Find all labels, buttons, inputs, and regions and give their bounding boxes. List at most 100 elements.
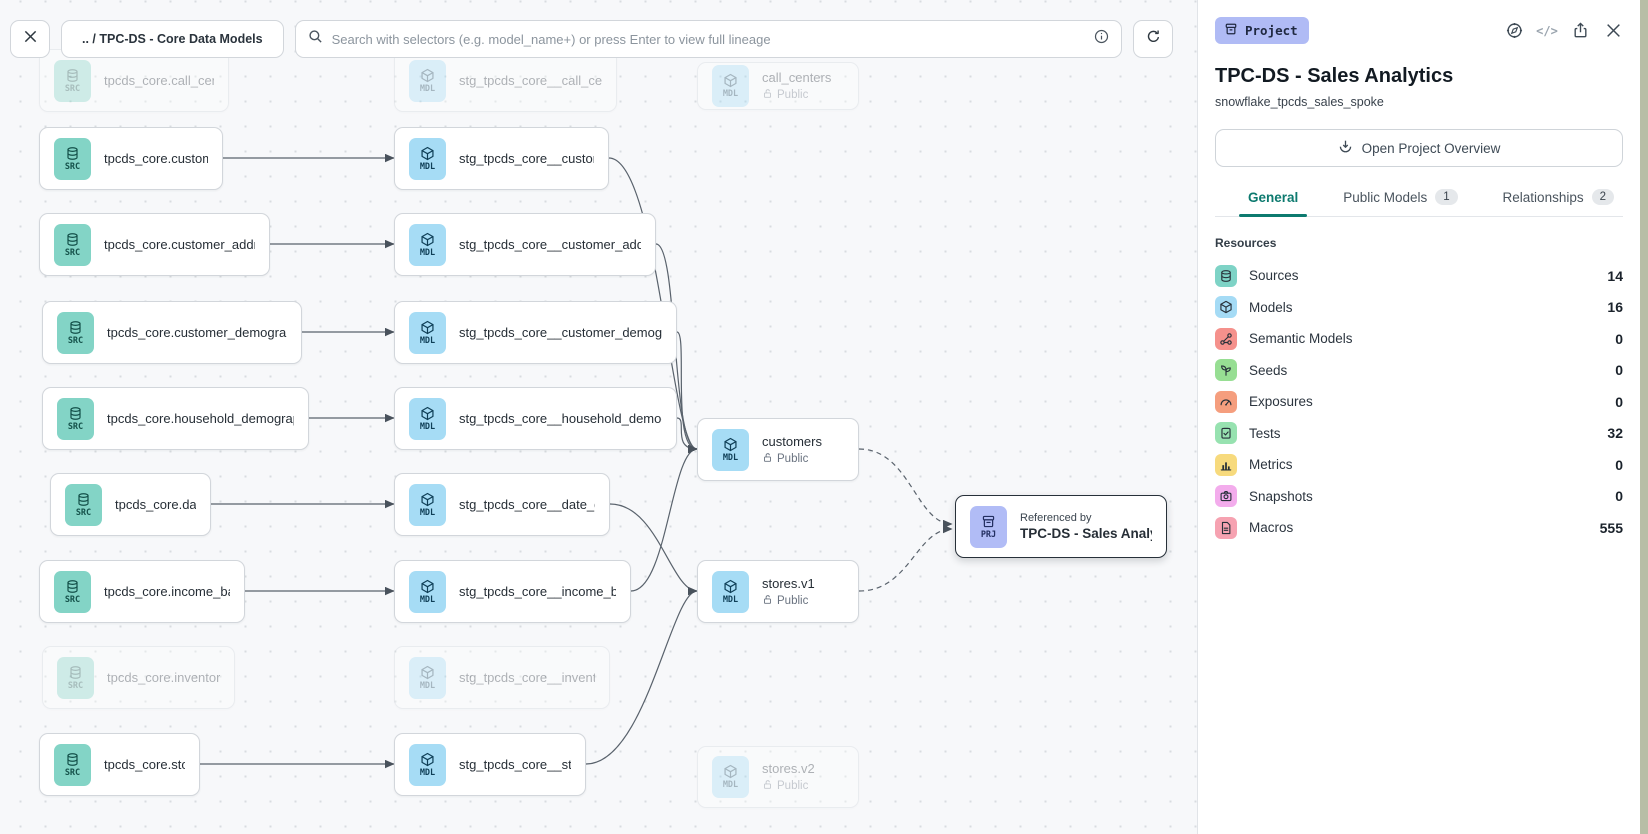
resource-row-models[interactable]: Models 16 xyxy=(1215,292,1623,324)
node-src-inventory[interactable]: SRC tpcds_core.inventory xyxy=(42,646,235,709)
tab-label: Public Models xyxy=(1343,189,1428,205)
breadcrumb[interactable]: .. / TPC-DS - Core Data Models xyxy=(61,20,284,58)
node-mdl-customer-demographics[interactable]: MDL stg_tpcds_core__customer_demogra… xyxy=(394,301,677,364)
resource-label: Snapshots xyxy=(1249,488,1313,504)
node-src-household-demographics[interactable]: SRC tpcds_core.household_demographics xyxy=(42,387,309,450)
node-label: stg_tpcds_core__customer_demogra… xyxy=(459,325,662,340)
tab-count-badge: 1 xyxy=(1435,189,1458,205)
database-icon: SRC xyxy=(54,570,91,613)
node-label: tpcds_core.household_demographics xyxy=(107,411,294,426)
project-badge-label: Project xyxy=(1245,23,1298,38)
resource-count: 555 xyxy=(1599,519,1623,536)
resource-count: 16 xyxy=(1607,299,1623,316)
database-icon: SRC xyxy=(54,59,91,102)
database-icon: SRC xyxy=(57,311,94,354)
resource-count: 32 xyxy=(1607,425,1623,442)
open-project-overview-button[interactable]: Open Project Overview xyxy=(1215,129,1623,167)
node-label: tpcds_core.store xyxy=(104,757,185,772)
code-view-icon[interactable]: </> xyxy=(1536,23,1558,38)
cube-icon: MDL xyxy=(409,483,446,526)
database-icon: SRC xyxy=(57,656,94,699)
node-label: customers xyxy=(762,433,822,449)
close-lineage-button[interactable] xyxy=(10,20,50,58)
cube-icon: MDL xyxy=(409,311,446,354)
explore-compass-icon[interactable] xyxy=(1504,21,1524,41)
database-icon: SRC xyxy=(65,483,102,526)
search-input[interactable] xyxy=(331,31,1085,47)
branch-icon xyxy=(1215,327,1237,350)
resource-row-snapshots[interactable]: Snapshots 0 xyxy=(1215,481,1623,513)
lineage-edges xyxy=(200,153,953,769)
node-src-customer-demographics[interactable]: SRC tpcds_core.customer_demographics xyxy=(42,301,302,364)
cube-icon: MDL xyxy=(712,570,749,613)
node-pretitle: Referenced by xyxy=(1020,512,1092,524)
cube-icon: MDL xyxy=(712,65,749,107)
info-icon[interactable] xyxy=(1094,29,1109,49)
node-label: tpcds_core.customer_demographics xyxy=(107,325,287,340)
open-overview-icon xyxy=(1338,139,1353,157)
node-label: stg_tpcds_core__income_band xyxy=(459,584,616,599)
database-icon: SRC xyxy=(54,137,91,180)
resources-header: Resources xyxy=(1215,236,1277,250)
tab-label: General xyxy=(1248,189,1299,205)
cube-icon: MDL xyxy=(409,743,446,786)
public-label: Public xyxy=(777,89,809,101)
node-mdl-household-demographics[interactable]: MDLstg_tpcds_core__household_demogr… xyxy=(394,387,677,450)
camera-icon xyxy=(1215,485,1237,508)
public-label: Public xyxy=(777,594,809,607)
node-mdl-date-dim[interactable]: MDL stg_tpcds_core__date_dim xyxy=(394,473,610,536)
database-icon: SRC xyxy=(57,397,94,440)
close-icon xyxy=(23,29,38,49)
lock-open-icon xyxy=(762,594,773,608)
cube-icon xyxy=(1215,296,1237,319)
clipboard-icon xyxy=(1215,422,1237,445)
refresh-button[interactable] xyxy=(1133,20,1173,58)
node-label: tpcds_core.customer xyxy=(104,151,208,166)
node-label: tpcds_core.inventory xyxy=(107,670,220,685)
project-subtitle: snowflake_tpcds_sales_spoke xyxy=(1215,95,1384,109)
resource-count: 0 xyxy=(1615,456,1623,473)
resource-count: 0 xyxy=(1615,488,1623,505)
tab-public-models[interactable]: Public Models 1 xyxy=(1340,189,1460,216)
node-label: stg_tpcds_core__date_dim xyxy=(459,497,595,512)
resource-label: Models xyxy=(1249,299,1293,315)
node-label: stores.v1 xyxy=(762,575,815,591)
node-src-customer[interactable]: SRC tpcds_core.customer xyxy=(39,127,223,190)
resource-label: Seeds xyxy=(1249,362,1288,378)
window-edge-artifact xyxy=(1640,0,1648,834)
lineage-canvas[interactable]: SRCtpcds_core.call_centerSRCtpcds_core.c… xyxy=(0,0,1197,834)
share-icon[interactable] xyxy=(1570,21,1590,41)
cube-icon: MDL xyxy=(409,59,446,102)
node-label: stg_tpcds_core__inventory xyxy=(459,670,595,685)
tab-general[interactable]: General xyxy=(1238,189,1308,217)
close-panel-icon[interactable] xyxy=(1603,21,1623,41)
node-label: stores.v2 xyxy=(762,761,815,776)
resource-count: 0 xyxy=(1615,393,1623,410)
